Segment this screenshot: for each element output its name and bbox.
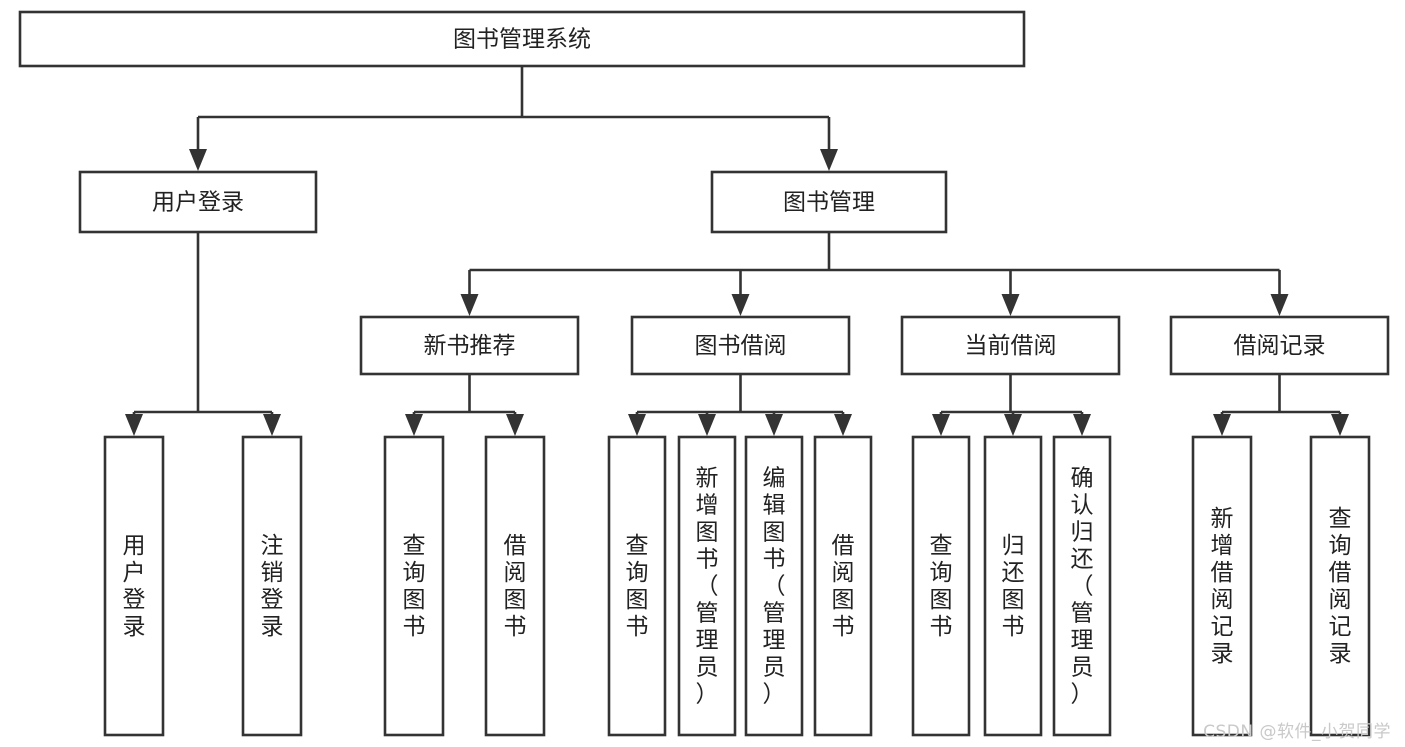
arrow-head-icon xyxy=(820,149,838,171)
node-leaf-edit-book-admin[interactable] xyxy=(744,435,804,737)
node-leaf-confirm-return-admin-label: 确认归还（管理员） xyxy=(1071,466,1094,708)
arrow-head-icon xyxy=(834,414,852,436)
node-borrow-record-label: 借阅记录 xyxy=(1234,333,1326,359)
arrow-head-icon xyxy=(1331,414,1349,436)
node-leaf-user-logout-label: 注销登录 xyxy=(261,533,284,640)
arrow-head-icon xyxy=(765,414,783,436)
node-leaf-query-book-recommend-label: 查询图书 xyxy=(403,533,426,640)
node-leaf-query-book-borrow-label: 查询图书 xyxy=(626,533,649,640)
connectors-layer xyxy=(125,66,1349,436)
arrow-head-icon xyxy=(125,414,143,436)
node-leaf-user-logout[interactable] xyxy=(241,435,303,737)
arrow-head-icon xyxy=(1213,414,1231,436)
arrow-head-icon xyxy=(1270,294,1289,316)
node-leaf-query-book-current[interactable] xyxy=(911,435,971,737)
node-leaf-edit-book-admin-label: 编辑图书（管理员） xyxy=(763,466,786,708)
node-leaf-query-book-current-label: 查询图书 xyxy=(930,533,953,640)
arrow-head-icon xyxy=(263,414,281,436)
node-leaf-borrow-book-recommend[interactable] xyxy=(484,435,546,737)
node-leaf-user-login[interactable] xyxy=(103,435,165,737)
node-new-book-recommend-label: 新书推荐 xyxy=(424,333,516,359)
arrow-head-icon xyxy=(731,294,750,316)
node-leaf-borrow-book-borrow[interactable] xyxy=(813,435,873,737)
labels-layer: 图书管理系统用户登录图书管理新书推荐图书借阅当前借阅借阅记录用户登录注销登录查询… xyxy=(123,27,1352,708)
node-book-borrow[interactable] xyxy=(630,315,851,376)
node-leaf-query-book-recommend[interactable] xyxy=(383,435,445,737)
node-leaf-add-book-admin[interactable] xyxy=(677,435,737,737)
arrow-head-icon xyxy=(189,149,207,171)
csdn-watermark: CSDN @软件_小贺同学 xyxy=(1203,722,1391,742)
arrow-head-icon xyxy=(628,414,646,436)
node-leaf-confirm-return-admin[interactable] xyxy=(1052,435,1112,737)
node-leaf-add-book-admin-label: 新增图书（管理员） xyxy=(696,466,719,708)
node-current-borrow-label: 当前借阅 xyxy=(965,333,1057,359)
node-borrow-record[interactable] xyxy=(1169,315,1390,376)
node-leaf-add-borrow-record[interactable] xyxy=(1191,435,1253,737)
node-book-manage[interactable] xyxy=(710,170,948,234)
node-leaf-query-borrow-record[interactable] xyxy=(1309,435,1371,737)
node-root[interactable] xyxy=(18,10,1026,68)
node-leaf-user-login-label: 用户登录 xyxy=(123,533,146,640)
arrow-head-icon xyxy=(405,414,423,436)
node-leaf-query-book-borrow[interactable] xyxy=(607,435,667,737)
node-book-borrow-label: 图书借阅 xyxy=(695,333,787,359)
node-leaf-query-borrow-record-label: 查询借阅记录 xyxy=(1329,506,1352,667)
node-leaf-return-book-label: 归还图书 xyxy=(1002,533,1025,640)
node-current-borrow[interactable] xyxy=(900,315,1121,376)
node-book-manage-label: 图书管理 xyxy=(783,190,875,216)
arrow-head-icon xyxy=(460,294,479,316)
node-user-login-label: 用户登录 xyxy=(152,190,244,216)
boxes-layer xyxy=(18,10,1390,737)
node-leaf-return-book[interactable] xyxy=(983,435,1043,737)
arrow-head-icon xyxy=(1073,414,1091,436)
node-leaf-add-borrow-record-label: 新增借阅记录 xyxy=(1211,506,1234,667)
node-leaf-borrow-book-borrow-label: 借阅图书 xyxy=(832,533,855,640)
arrow-head-icon xyxy=(506,414,524,436)
arrow-head-icon xyxy=(698,414,716,436)
node-leaf-borrow-book-recommend-label: 借阅图书 xyxy=(504,533,527,640)
node-user-login[interactable] xyxy=(78,170,318,234)
node-root-label: 图书管理系统 xyxy=(453,27,591,53)
arrow-head-icon xyxy=(1004,414,1022,436)
arrow-head-icon xyxy=(932,414,950,436)
arrow-head-icon xyxy=(1001,294,1020,316)
node-new-book-recommend[interactable] xyxy=(359,315,580,376)
